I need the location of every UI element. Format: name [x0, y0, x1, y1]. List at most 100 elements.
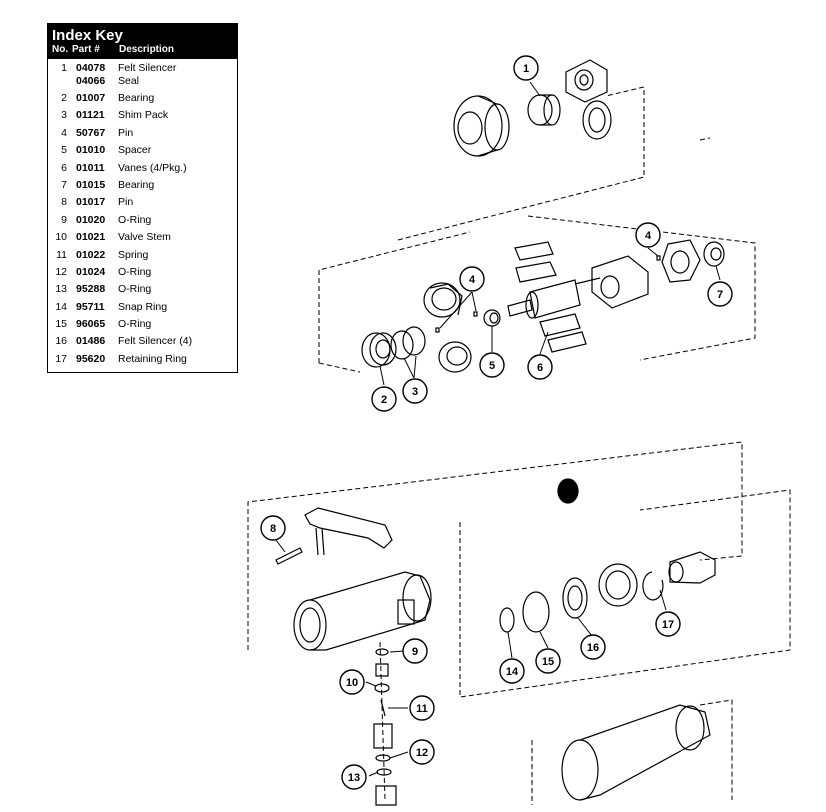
- callout-circle: [479, 352, 505, 378]
- callout-circle: [707, 281, 733, 307]
- callout-label: 17: [662, 619, 674, 631]
- part-number: 01015: [76, 178, 106, 191]
- row-description: Vanes (4/Pkg.): [118, 162, 237, 175]
- row-description: O-Ring: [118, 318, 237, 331]
- row-description: Bearing: [118, 92, 237, 105]
- callout-label: 4: [469, 274, 476, 286]
- col-desc-header: Description: [119, 44, 175, 55]
- row-number: 17: [55, 352, 67, 365]
- shim-pack: [390, 326, 426, 360]
- part-number: 95288: [76, 283, 106, 296]
- row-number: 1: [61, 62, 67, 74]
- valve-body: [598, 563, 638, 607]
- callout-circle: [260, 515, 286, 541]
- rear-end-plate: [661, 239, 701, 283]
- row-description: Pin: [118, 127, 237, 140]
- index-key-row: 3 01121 Shim Pack: [48, 109, 237, 122]
- callout-1: 1: [513, 55, 539, 81]
- row-description: Pin: [118, 196, 237, 209]
- description-text: Seal: [118, 74, 140, 87]
- row-description: O-Ring: [118, 266, 237, 279]
- part-number: 01121: [76, 109, 105, 122]
- description-text: Spring: [118, 248, 149, 261]
- row-part-number: 01007: [76, 92, 118, 105]
- row-part-number: 95620: [76, 353, 118, 366]
- description-text: Snap Ring: [118, 300, 168, 313]
- description-text: O-Ring: [118, 265, 152, 278]
- index-key-header: Index Key No. Part # Description: [48, 24, 237, 59]
- description-text: Felt Silencer (4): [118, 335, 193, 348]
- description-text: Retaining Ring: [118, 352, 187, 365]
- row-number: 6: [61, 161, 67, 174]
- callout-label: 15: [542, 656, 554, 668]
- callout-circle: [341, 764, 367, 790]
- pin-4b: [656, 255, 661, 261]
- callout-17: 17: [655, 611, 681, 637]
- inlet-fitting: [668, 551, 716, 584]
- row-part-number: 01486: [76, 335, 118, 348]
- callout-label: 3: [412, 386, 418, 398]
- callout-5: 5: [479, 352, 505, 378]
- callout-circle: [409, 695, 435, 721]
- part-number: 01486: [76, 335, 106, 348]
- row-description: Spacer: [118, 144, 237, 157]
- part-number: 04066: [76, 74, 106, 87]
- row-description: Shim Pack: [118, 109, 237, 122]
- col-part-header: Part #: [72, 44, 100, 55]
- assembly-boundaries: [247, 86, 791, 805]
- row-description: Valve Stem: [118, 231, 237, 244]
- plug-black: [557, 478, 579, 504]
- row-part-number: 01011: [76, 162, 118, 175]
- part-number: 01017: [76, 196, 106, 209]
- pin-4a: [435, 311, 478, 333]
- bearing-2: [361, 332, 397, 368]
- part-number: 04078: [76, 62, 106, 74]
- part-number: 95711: [76, 300, 105, 313]
- row-part-number: 01015: [76, 179, 118, 192]
- callout-label: 6: [537, 362, 543, 374]
- row-part-number: 50767: [76, 127, 118, 140]
- callout-15: 15: [535, 648, 561, 674]
- leader-lines: [275, 81, 721, 777]
- rear-end-plate-lower: [438, 341, 472, 373]
- callout-circle: [409, 739, 435, 765]
- row-description: Spring: [118, 249, 237, 262]
- description-text: Bearing: [118, 91, 155, 104]
- row-number: 8: [61, 196, 67, 209]
- part-number: 01007: [76, 91, 106, 104]
- row-number: 3: [61, 109, 67, 122]
- callout-label: 14: [506, 666, 519, 678]
- callout-label: 4: [645, 230, 652, 242]
- callout-circle: [580, 634, 606, 660]
- callout-16: 16: [580, 634, 606, 660]
- part-number: 01020: [76, 213, 106, 226]
- oring-15: [522, 591, 550, 633]
- front-end-plate: [423, 282, 463, 318]
- row-part-number: 01121: [76, 109, 118, 122]
- row-part-number: 01024: [76, 266, 118, 279]
- description-text: O-Ring: [118, 213, 152, 226]
- row-part-number: 01020: [76, 214, 118, 227]
- row-number: 15: [55, 318, 67, 331]
- part-number: 01021: [76, 231, 106, 244]
- row-number: 11: [56, 248, 67, 261]
- callout-8: 8: [260, 515, 286, 541]
- row-number: 4: [61, 126, 67, 139]
- row-description: Retaining Ring: [118, 353, 237, 366]
- part-number: 96065: [76, 318, 106, 331]
- callout-circle: [527, 354, 553, 380]
- cylinder: [591, 255, 649, 309]
